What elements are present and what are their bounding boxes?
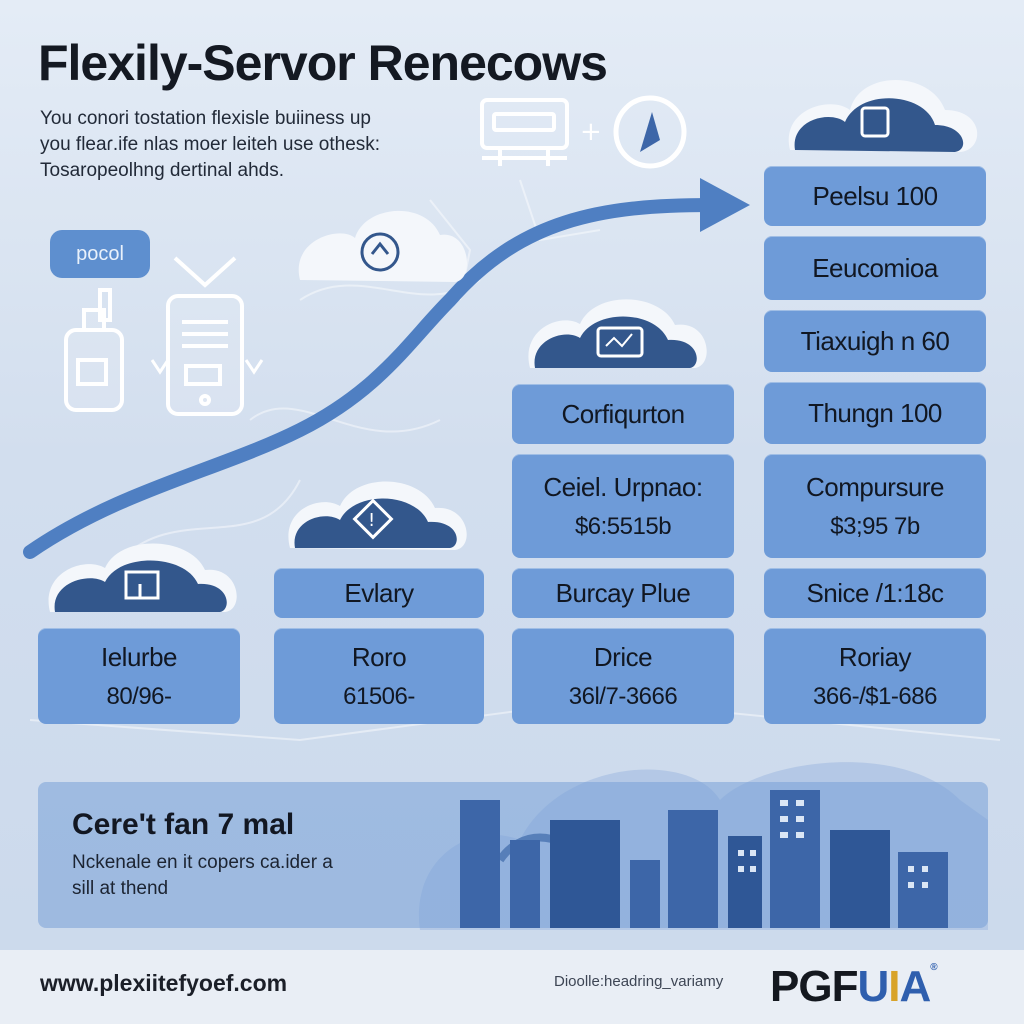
brand-logo: PGFUIA® [770,962,938,1011]
card-value: $6:5515b [574,512,672,540]
intro-text: You conori tostation flexisle buiiness u… [40,106,440,184]
card-value: $3;95 7b [830,512,920,540]
card-title: Corfiqurton [561,398,685,429]
card-title: Roriay [838,641,912,672]
card-peelsu[interactable]: Peelsu 100 [764,166,986,226]
card-title: Thungn 100 [808,397,942,428]
card-title: Tiaxuigh n 60 [800,325,950,356]
card-value: 366-/$1-686 [813,682,937,710]
card-title: Eeucomioa [812,252,938,283]
cta-line: Nckenale en it copers ca.ider a [72,852,333,873]
card-value: 61506- [343,682,415,710]
intro-line: you fleaɾ.ife nlas moer leiteh use othes… [40,134,381,155]
website-link[interactable]: www.plexiitefyoef.com [40,970,288,996]
card-burcay-plue[interactable]: Burcay Plue [512,568,734,618]
card-ielurbe[interactable]: Ielurbe 80/96- [38,628,240,724]
card-ceiel-urpnao[interactable]: Ceiel. Urpnao: $6:5515b [512,454,734,558]
cloud-icon [528,299,707,368]
cloud-icon [48,543,237,612]
pocol-tag[interactable]: pocol [50,230,150,278]
cta-body: Nckenale en it copers ca.ider a sill at … [72,850,412,902]
intro-line: Tosaropeolhng dertinal ahds. [40,160,285,181]
card-title: Roro [351,641,407,672]
card-value: 36l/7-3666 [568,682,678,710]
card-title: Drice [593,641,653,672]
cloud-icon: ! [288,481,467,550]
cloud-icon [298,210,467,282]
card-compursure[interactable]: Compursure $3;95 7b [764,454,986,558]
plus-icon: + [580,117,602,147]
footer-bar [0,950,1024,1024]
card-eeucomioa[interactable]: Eeucomioa [764,236,986,300]
cta-title: Cere't fan 7 mal [72,808,295,841]
svg-text:!: ! [368,510,375,531]
card-title: Ceiel. Urpnao: [543,471,703,502]
card-title: Compursure [805,471,945,502]
card-corfiqurton[interactable]: Corfiqurton [512,384,734,444]
card-value: 80/96- [106,682,172,710]
card-title: Snice /1:18c [806,577,944,608]
cloud-icon [788,80,978,152]
growth-arrow-icon [23,178,750,559]
card-title: Evlary [344,577,414,608]
card-drice[interactable]: Drice 36l/7-3666 [512,628,734,724]
cta-line: sill at thend [72,878,169,899]
card-snice[interactable]: Snice /1:18c [764,568,986,618]
page-title: Flexily-Servor Renecows [38,35,608,91]
card-roro[interactable]: Roro 61506- [274,628,484,724]
dashboard-icon [480,98,569,166]
card-roriay[interactable]: Roriay 366-/$1-686 [764,628,986,724]
card-title: Ielurbe [101,641,178,672]
robot-icon [613,95,687,169]
phone-icon [166,294,244,416]
footer-note: Dioolle:headring_variamy [554,973,724,990]
card-evlary[interactable]: Evlary [274,568,484,618]
card-title: Burcay Plue [555,577,691,608]
card-title: Peelsu 100 [812,180,938,211]
card-thungn[interactable]: Thungn 100 [764,382,986,444]
intro-line: You conori tostation flexisle buiiness u… [40,108,371,129]
bottle-icon [64,308,124,412]
card-tiaxuigh[interactable]: Tiaxuigh n 60 [764,310,986,372]
